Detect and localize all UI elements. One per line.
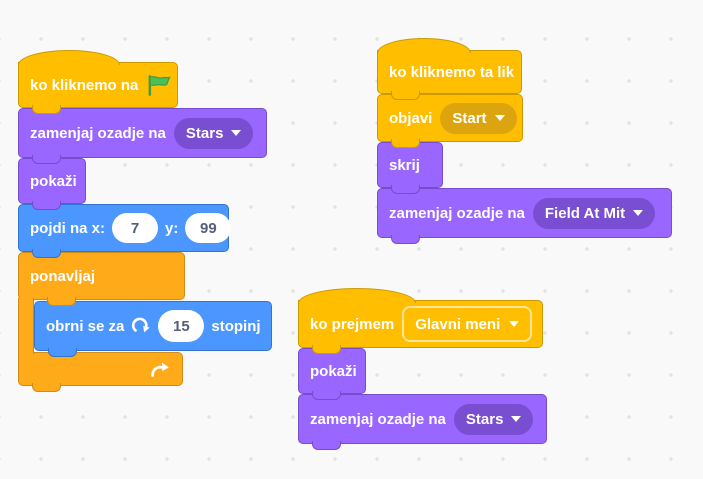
block-when-receive[interactable]: ko prejmem Glavni meni bbox=[298, 288, 543, 354]
backdrop-dropdown[interactable]: Stars bbox=[453, 403, 534, 435]
message-dropdown[interactable]: Glavni meni bbox=[402, 306, 533, 342]
block-label: obrni se za bbox=[46, 317, 125, 335]
block-show[interactable]: pokaži bbox=[18, 158, 86, 210]
block-label: pokaži bbox=[30, 172, 77, 190]
block-label: pojdi na x: bbox=[30, 219, 105, 237]
dropdown-value: Stars bbox=[465, 410, 504, 428]
chevron-down-icon bbox=[494, 115, 505, 121]
degrees-suffix: stopinj bbox=[211, 317, 261, 335]
block-goto-xy[interactable]: pojdi na x: 7 y: 99 bbox=[18, 204, 232, 258]
block-label: ko prejmem bbox=[310, 315, 395, 333]
chevron-down-icon bbox=[633, 210, 644, 216]
block-label: skrij bbox=[389, 156, 420, 174]
green-flag-icon bbox=[146, 74, 172, 96]
block-when-sprite-clicked[interactable]: ko kliknemo ta lik bbox=[377, 38, 522, 100]
degrees-input[interactable]: 15 bbox=[158, 310, 205, 342]
chevron-down-icon bbox=[231, 130, 242, 136]
backdrop-dropdown[interactable]: Stars bbox=[173, 117, 254, 149]
block-label: ko kliknemo na bbox=[30, 76, 139, 94]
hat-dome bbox=[18, 50, 120, 65]
block-switch-backdrop[interactable]: zamenjaj ozadje na Field At Mit bbox=[377, 188, 672, 244]
block-hide[interactable]: skrij bbox=[377, 142, 443, 194]
block-forever-arm[interactable] bbox=[18, 298, 34, 354]
block-label: zamenjaj ozadje na bbox=[389, 204, 525, 222]
block-forever-bottom[interactable] bbox=[18, 352, 183, 392]
block-forever-top[interactable]: ponavljaj bbox=[18, 252, 185, 306]
backdrop-dropdown[interactable]: Field At Mit bbox=[532, 197, 656, 229]
chevron-down-icon bbox=[511, 416, 522, 422]
block-label: zamenjaj ozadje na bbox=[310, 410, 446, 428]
block-broadcast[interactable]: objavi Start bbox=[377, 94, 523, 148]
block-label: zamenjaj ozadje na bbox=[30, 124, 166, 142]
block-switch-backdrop[interactable]: zamenjaj ozadje na Stars bbox=[298, 394, 547, 450]
hat-dome bbox=[298, 288, 416, 303]
y-label: y: bbox=[165, 219, 179, 237]
rotate-clockwise-icon bbox=[131, 316, 151, 336]
block-turn-degrees[interactable]: obrni se za 15 stopinj bbox=[34, 301, 272, 357]
block-label: ponavljaj bbox=[30, 267, 96, 285]
block-when-flag-clicked[interactable]: ko kliknemo na bbox=[18, 50, 178, 114]
block-switch-backdrop[interactable]: zamenjaj ozadje na Stars bbox=[18, 108, 267, 164]
dropdown-value: Glavni meni bbox=[415, 315, 501, 333]
chevron-down-icon bbox=[509, 321, 520, 327]
loop-arrow-icon bbox=[149, 360, 172, 384]
hat-dome bbox=[377, 38, 471, 53]
y-input[interactable]: 99 bbox=[185, 213, 232, 243]
dropdown-value: Start bbox=[452, 109, 487, 127]
block-label: pokaži bbox=[310, 362, 357, 380]
dropdown-value: Field At Mit bbox=[544, 204, 626, 222]
broadcast-dropdown[interactable]: Start bbox=[440, 102, 517, 134]
block-label: ko kliknemo ta lik bbox=[389, 63, 515, 81]
x-input[interactable]: 7 bbox=[112, 213, 158, 243]
block-show[interactable]: pokaži bbox=[298, 348, 366, 400]
dropdown-value: Stars bbox=[185, 124, 224, 142]
block-label: objavi bbox=[389, 109, 433, 127]
